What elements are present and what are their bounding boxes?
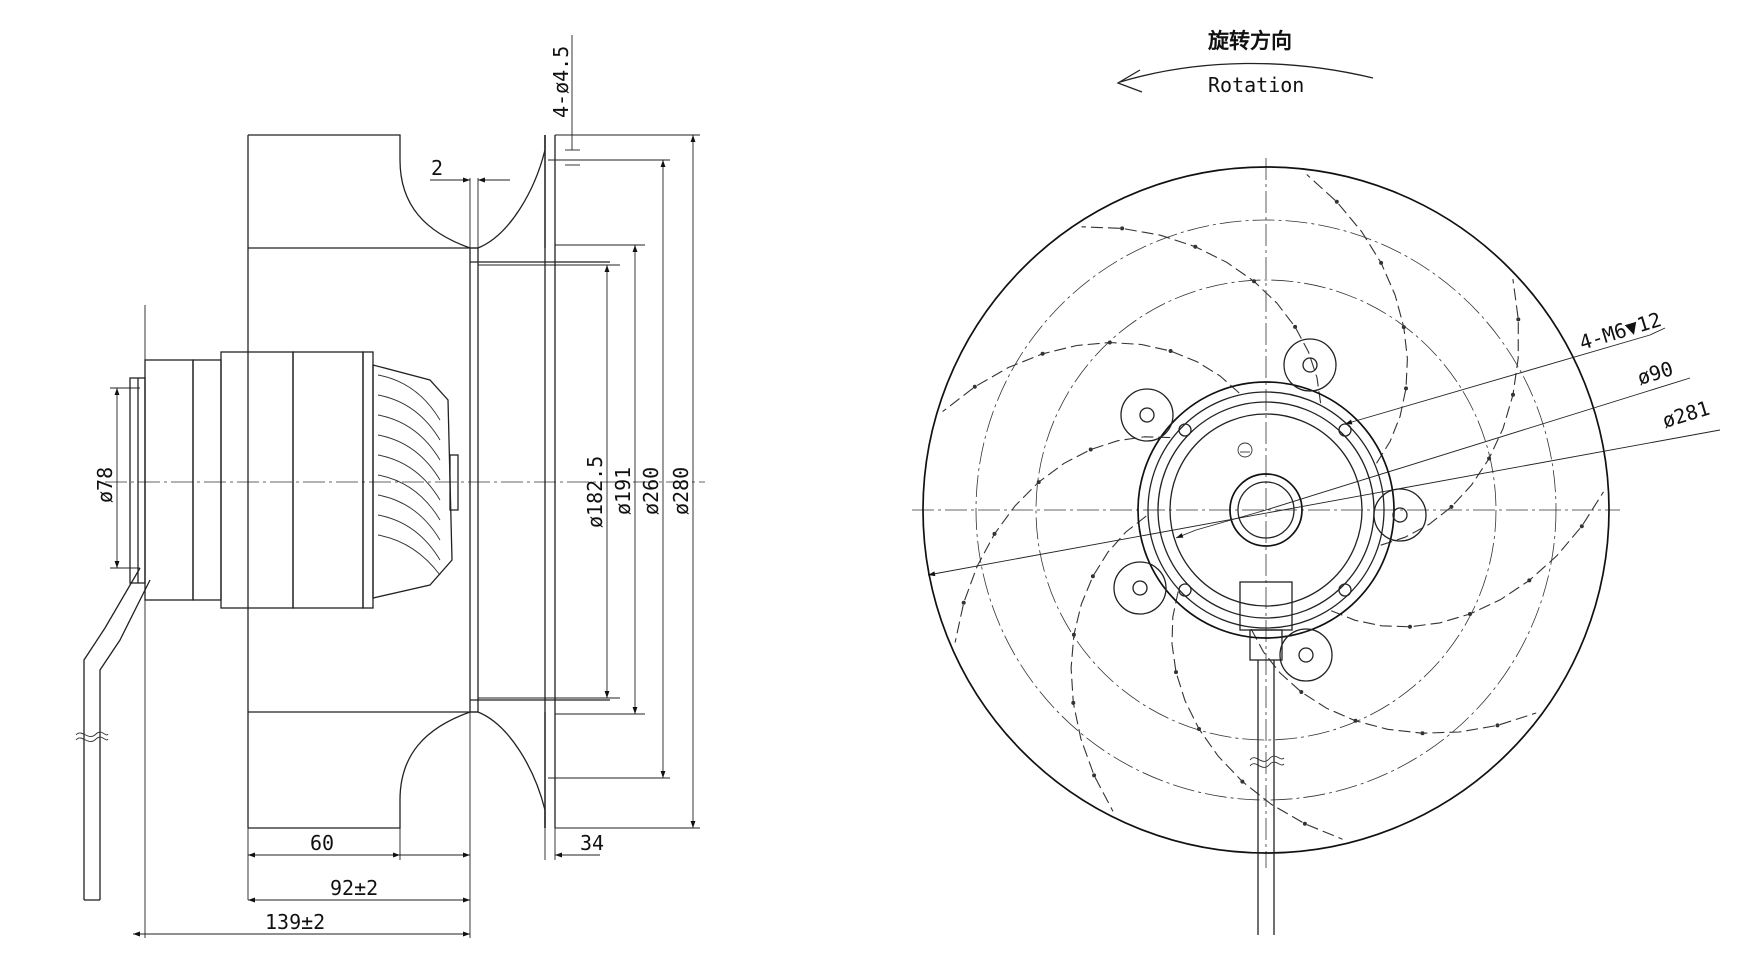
- blade-rivet: [1168, 349, 1173, 353]
- blade-rivet: [1071, 700, 1076, 705]
- blade-rivet: [1088, 447, 1093, 452]
- front-view: 旋转方向 Rotation: [912, 29, 1721, 935]
- motor-hub: [1113, 338, 1427, 935]
- dim-blade-height: 60: [310, 831, 334, 855]
- rotation-indicator: 旋转方向 Rotation: [1116, 29, 1374, 97]
- blade-rivet: [1120, 226, 1125, 231]
- impeller-blades: [942, 174, 1604, 840]
- blade-rivet: [1516, 317, 1521, 322]
- blade-rivet: [1240, 779, 1245, 784]
- blade-rivet: [1527, 578, 1532, 583]
- blade-rivet: [1071, 632, 1076, 637]
- blade-rivet: [1293, 324, 1298, 329]
- blade-rivet: [1092, 773, 1097, 778]
- upper-blade: [247, 134, 546, 249]
- blade-rivet: [1408, 624, 1412, 629]
- blade-rivet: [1495, 723, 1500, 728]
- dim-overall-diameter: ø280: [669, 467, 693, 515]
- side-view: 4-ø4.5 2 ø78 ø182.5 ø191 ø260 ø280 60 34…: [75, 35, 705, 938]
- blade-rivet: [1299, 690, 1304, 694]
- rotation-label-cn: 旋转方向: [1207, 29, 1292, 53]
- blade-rivet: [961, 600, 966, 605]
- blade-rivet: [1252, 279, 1256, 284]
- blade-curve: [1171, 591, 1343, 840]
- blade-rivet: [1404, 386, 1408, 391]
- blade-rivet: [972, 384, 977, 389]
- blade-rivet: [1579, 524, 1584, 529]
- motor-body: [129, 351, 459, 609]
- dim-impeller-depth: 92±2: [330, 876, 378, 900]
- dim-inlet-depth: 34: [580, 831, 604, 855]
- blade-rivet: [1379, 260, 1384, 265]
- dim-inlet-diameter: ø182.5: [583, 456, 607, 528]
- dim-impeller-diameter: ø281: [1659, 396, 1712, 433]
- dim-housing-diameter: ø260: [639, 467, 663, 515]
- blade-rivet: [1449, 504, 1454, 509]
- blade-rivet: [1040, 351, 1045, 356]
- blade-curve: [1070, 515, 1147, 812]
- blade-rivet: [1487, 456, 1492, 461]
- blade-rivet: [1353, 718, 1358, 723]
- blade-rivet: [1511, 392, 1515, 397]
- dim-hub-diameter: ø191: [611, 467, 635, 515]
- cable: [75, 567, 151, 901]
- blade-rivet: [1420, 731, 1425, 736]
- lower-blade: [247, 711, 546, 829]
- blade-rivet: [1302, 821, 1307, 826]
- blade-curve: [1081, 226, 1322, 404]
- blade-curve: [954, 436, 1171, 643]
- blade-rivet: [1107, 340, 1112, 345]
- blade-curve: [1250, 628, 1537, 734]
- blade-rivet: [1174, 670, 1178, 675]
- blade-rivet: [1090, 574, 1095, 579]
- dim-overall-depth: 139±2: [265, 910, 325, 934]
- blade-rivet: [1197, 727, 1201, 731]
- blade-rivet: [1036, 480, 1041, 485]
- blade-rivet: [992, 531, 997, 536]
- rotation-label-en: Rotation: [1208, 73, 1304, 97]
- dim-flange-thickness: 2: [431, 156, 443, 180]
- blade-curve: [942, 341, 1240, 413]
- dim-motor-diameter: ø78: [93, 467, 117, 503]
- blade-rivet: [1193, 244, 1198, 249]
- blade-rivet: [1401, 325, 1406, 330]
- dim-mount-holes: 4-ø4.5: [549, 46, 573, 118]
- blade-rivet: [1334, 199, 1339, 204]
- blade-curve: [1330, 491, 1604, 628]
- blade-rivet: [1468, 612, 1472, 616]
- dim-threaded-holes: 4-M6▼12: [1576, 307, 1664, 355]
